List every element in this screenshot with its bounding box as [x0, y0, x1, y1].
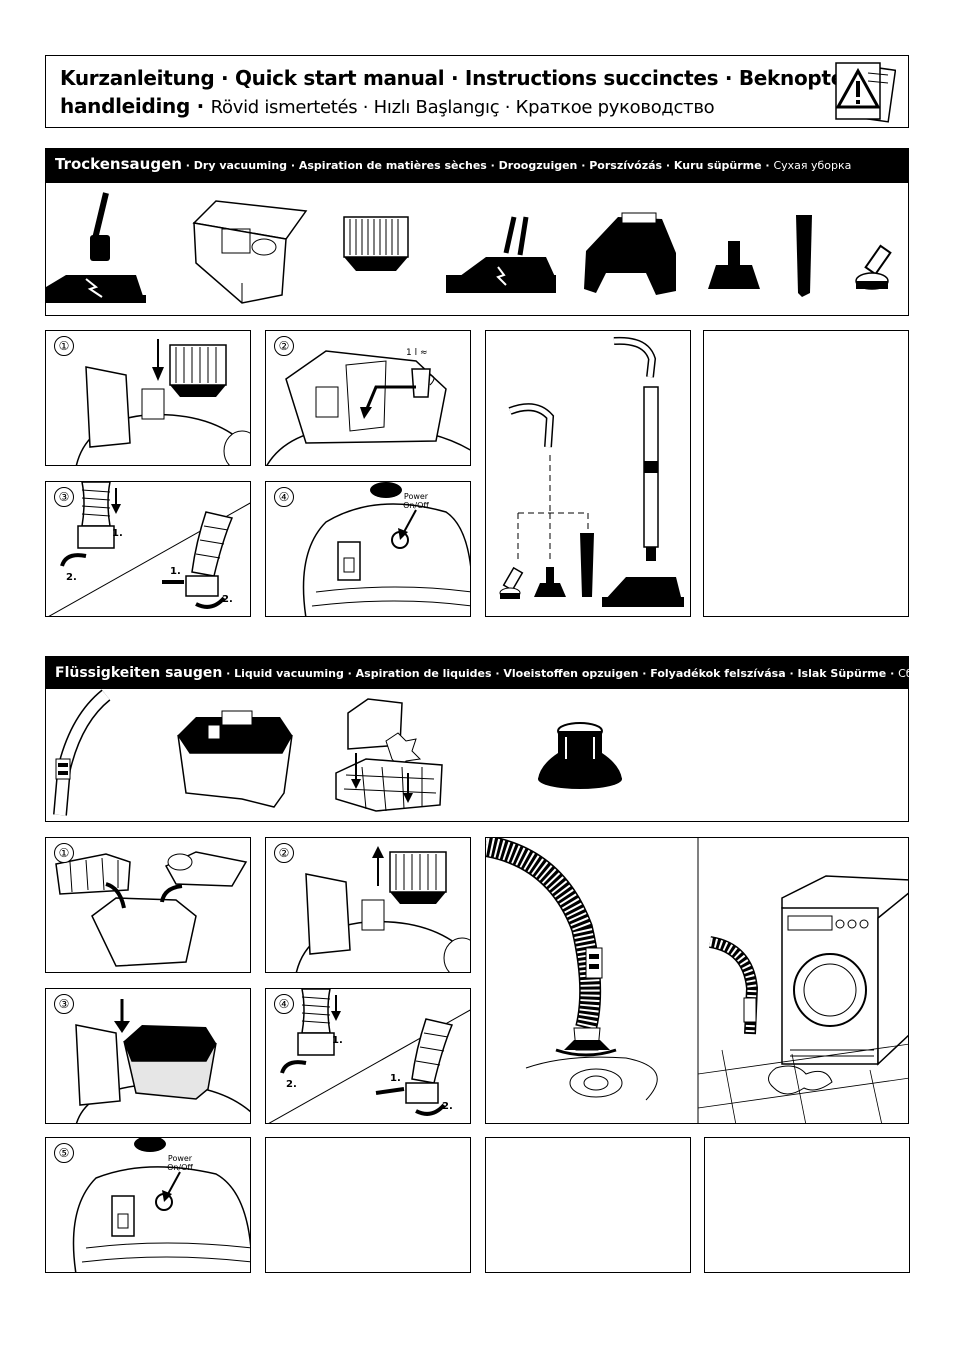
warning-manual-icon [832, 61, 896, 123]
wet-step-2-number: ② [274, 843, 294, 863]
wet-step-4-label-2b: 2. [442, 1101, 453, 1112]
wet-power-label-line1: Power [167, 1154, 193, 1163]
dry-step-2-number: ② [274, 336, 294, 356]
dusting-brush-icon [855, 244, 892, 290]
wet-step-3-panel: ③ [45, 988, 251, 1124]
wet-vacuuming-heading: Flüssigkeiten saugen · Liquid vacuuming … [45, 656, 909, 688]
float-insert-icon [335, 698, 443, 812]
dry-step-3-number: ③ [54, 487, 74, 507]
dry-heading-languages: · Dry vacuuming · Aspiration de matières… [181, 159, 774, 172]
title-line-2b: Rövid ismertetés · Hızlı Başlangıç · Кра… [210, 97, 715, 118]
floor-nozzle-icon [46, 192, 146, 303]
dry-power-label: Power On/Off [398, 492, 434, 510]
title-box: Kurzanleitung · Quick start manual · Ins… [45, 55, 909, 128]
wet-step-4-number: ④ [274, 994, 294, 1014]
dry-vacuuming-heading: Trockensaugen · Dry vacuuming · Aspirati… [45, 148, 909, 182]
dry-step-3-label-1b: 1. [170, 566, 181, 577]
parquet-nozzle-icon [584, 212, 676, 295]
wet-power-label-line2: On/Off [167, 1163, 193, 1172]
dry-heading-main: Trockensaugen [55, 155, 182, 173]
dry-step-3-label-2b: 2. [222, 594, 233, 605]
wet-power-label: Power On/Off [162, 1154, 198, 1172]
water-tank-icon [177, 710, 293, 808]
crevice-nozzle-icon [796, 215, 812, 297]
dry-step-3-label-2a: 2. [66, 572, 77, 583]
title-line-1: Kurzanleitung · Quick start manual · Ins… [60, 66, 844, 90]
wet-accessories-panel [45, 688, 909, 822]
dry-step-1-number: ① [54, 336, 74, 356]
wet-step-3-number: ③ [54, 994, 74, 1014]
wet-step-1-number: ① [54, 843, 74, 863]
turbo-brush-icon [446, 216, 556, 293]
hose-handle-icon [53, 689, 111, 816]
washing-machine-illustration [697, 875, 908, 1123]
wet-step-4-panel: ④ 1. 2. 1. 2. [265, 988, 471, 1124]
dry-power-label-line1: Power [403, 492, 429, 501]
wet-blank-panel-2 [485, 1137, 691, 1273]
dry-blank-panel [703, 330, 909, 617]
wet-blank-panel-3 [704, 1137, 910, 1273]
dry-assembly-panel [485, 330, 691, 617]
wet-step-4-label-1b: 1. [390, 1073, 401, 1084]
wet-heading-languages: · Liquid vacuuming · Aspiration de liqui… [222, 667, 899, 680]
dry-accessories-panel [45, 182, 909, 316]
wet-blank-panel-1 [265, 1137, 471, 1273]
filter-holder-icon [192, 200, 308, 304]
dry-step-3-panel: ③ 1. 2. 1. 2. [45, 481, 251, 617]
dry-step-2-panel: ② 1 l ≈ [265, 330, 471, 466]
wet-step-4-label-2a: 2. [286, 1079, 297, 1090]
dry-step-4-panel: ④ Power On/Off [265, 481, 471, 617]
title-line-2a: handleiding · [60, 94, 211, 118]
hose-on-drain-illustration [486, 838, 658, 1101]
dry-heading-ru: Сухая уборка [773, 159, 852, 172]
wet-step-1-panel: ① [45, 837, 251, 973]
drain-adapter-icon [538, 722, 622, 789]
wet-step-4-label-1a: 1. [332, 1035, 343, 1046]
dry-step-1-panel: ① [45, 330, 251, 466]
dry-power-label-line2: On/Off [403, 501, 429, 510]
dry-step-3-label-1a: 1. [112, 528, 123, 539]
dry-step-2-volume-label: 1 l ≈ [406, 348, 428, 358]
hepa-filter-icon [343, 216, 409, 271]
wet-usage-panel [485, 837, 909, 1124]
title-line-2: handleiding · Rövid ismertetés · Hızlı B… [60, 94, 715, 118]
wet-step-2-panel: ② [265, 837, 471, 973]
wet-heading-main: Flüssigkeiten saugen [55, 665, 223, 681]
wet-step-5-number: ⑤ [54, 1143, 74, 1163]
upholstery-nozzle-icon [708, 241, 760, 289]
wet-heading-ru: Сбор жидкостей [898, 667, 909, 680]
wet-step-5-panel: ⑤ Power On/Off [45, 1137, 251, 1273]
dry-step-4-number: ④ [274, 487, 294, 507]
